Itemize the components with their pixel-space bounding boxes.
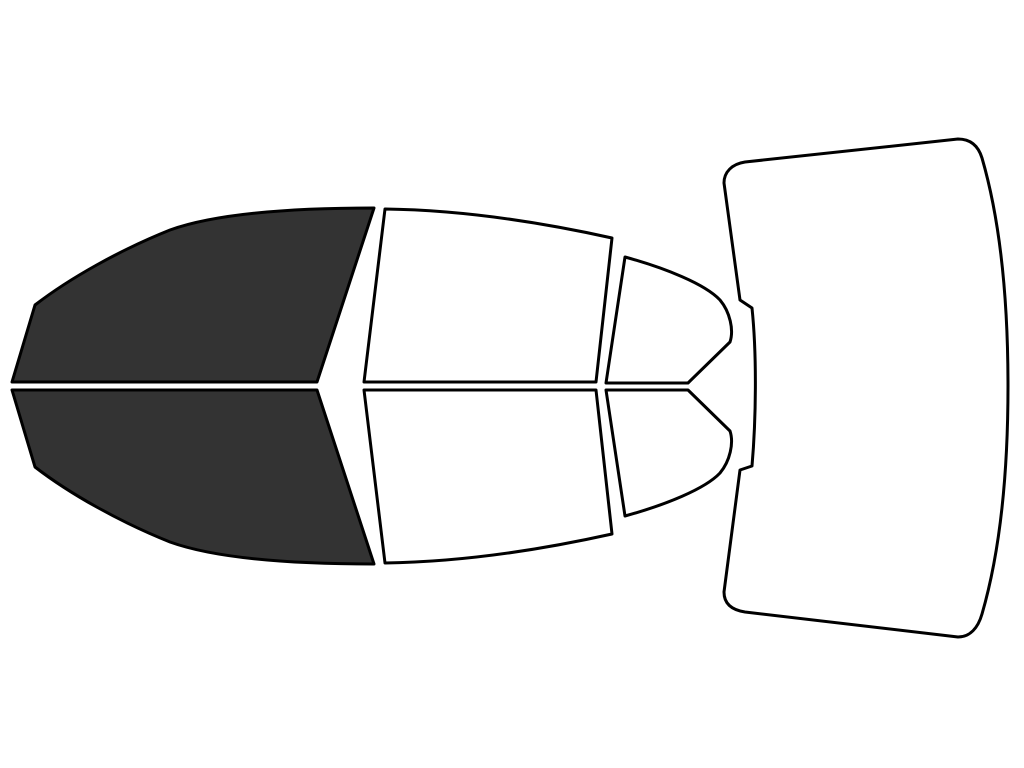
rear-left-quarter-window[interactable]	[604, 255, 734, 385]
rear-right-quarter-window[interactable]	[604, 388, 734, 518]
rear-left-door-window[interactable]	[362, 207, 614, 384]
rear-right-door-window[interactable]	[362, 388, 614, 565]
rear-windshield[interactable]	[722, 137, 1010, 639]
front-right-door-window[interactable]	[10, 388, 376, 566]
front-left-door-window[interactable]	[10, 206, 376, 384]
